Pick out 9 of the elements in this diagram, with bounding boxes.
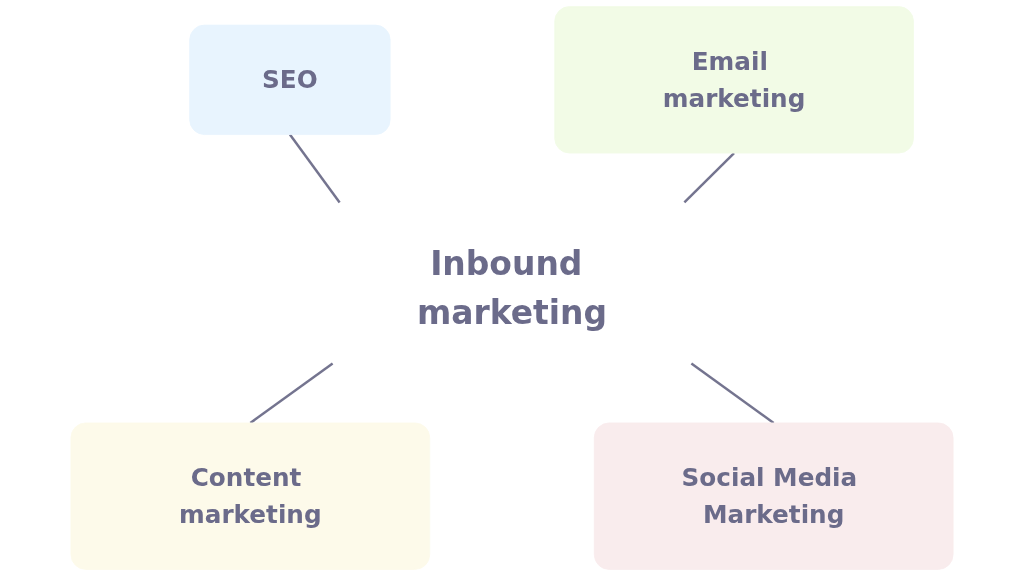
connector	[683, 152, 735, 204]
connector	[690, 362, 775, 424]
node-box: Email marketing	[554, 6, 914, 154]
connector	[288, 133, 341, 204]
node-box: Social Media Marketing	[593, 422, 954, 570]
connector	[249, 362, 334, 424]
node-text: Inbound marketing	[416, 244, 608, 332]
node-box: SEO	[189, 24, 391, 135]
node-box: Content marketing	[70, 422, 431, 570]
